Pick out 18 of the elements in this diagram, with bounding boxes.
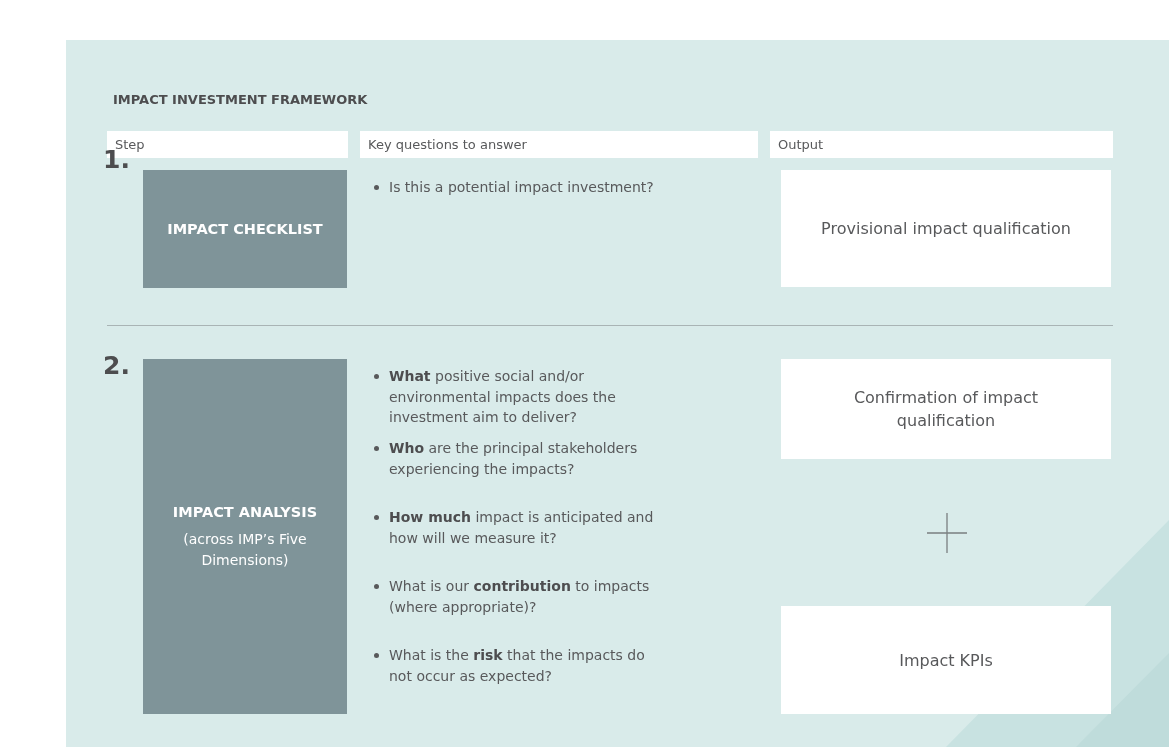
step-title: IMPACT ANALYSIS <box>172 503 318 522</box>
question-text: Who are the principal stakeholders experiencing the impacts? <box>372 438 672 479</box>
diagram-title: IMPACT INVESTMENT FRAMEWORK <box>113 92 368 107</box>
step-box <box>143 170 347 288</box>
step-number: 2. <box>103 351 130 380</box>
question-text: How much impact is anticipated and how will we measure it? <box>372 507 672 548</box>
output-box: Impact KPIs <box>781 606 1111 714</box>
question-text: Is this a potential impact investment? <box>372 177 752 198</box>
step-title: IMPACT CHECKLIST <box>167 219 323 239</box>
step-note: (across IMP’s Five Dimensions) <box>182 530 308 570</box>
output-box: Provisional impact qualification <box>781 170 1111 287</box>
column-header: Key questions to answer <box>360 131 758 158</box>
output-box: Confirmation of impact qualification <box>781 359 1111 459</box>
step-box <box>143 359 347 714</box>
question-text: What is our contribution to impacts (where appropriate)? <box>372 576 672 617</box>
column-header: Output <box>770 131 1113 158</box>
question-text: What is the risk that the impacts do not occur as expected? <box>372 645 672 686</box>
question-text: What positive social and/or environmental impacts does the investment aim to deliver? <box>372 366 672 428</box>
